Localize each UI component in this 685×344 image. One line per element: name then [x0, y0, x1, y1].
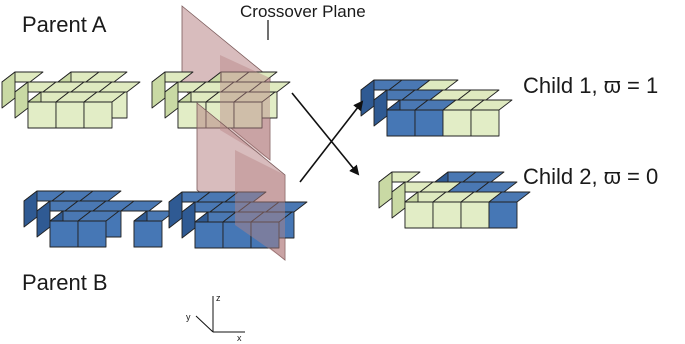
cube-front-face	[55, 101, 85, 129]
cube-side-face	[23, 190, 38, 228]
cube-front-face	[77, 220, 107, 248]
cube-front-face	[133, 220, 163, 248]
axis-z-label: z	[216, 293, 221, 303]
crossover-plane-bottom-overlay	[235, 150, 285, 260]
cube-side-face	[151, 71, 166, 109]
cube-side-face	[360, 79, 375, 117]
axis-y-label: y	[186, 312, 191, 322]
cube-front-face	[233, 101, 263, 129]
cube-front-face	[488, 201, 518, 229]
cube-front-face	[460, 201, 490, 229]
parent-a-split-blocks	[151, 71, 291, 129]
parent-b-split-blocks	[168, 191, 308, 249]
cube-front-face	[386, 109, 416, 137]
parent-a-label: Parent A	[22, 12, 107, 37]
axis-indicator: z y x	[186, 293, 245, 343]
parent-b-blocks	[23, 190, 176, 248]
cube-front-face	[250, 221, 280, 249]
cube-front-face	[414, 109, 444, 137]
cube-front-face	[432, 201, 462, 229]
cube-side-face	[164, 81, 179, 119]
child-1-label: Child 1, ϖ = 1	[523, 73, 658, 98]
cube-side-face	[391, 181, 406, 219]
cube-side-face	[181, 201, 196, 239]
axis-x-label: x	[237, 333, 242, 343]
parent-a-blocks	[1, 71, 141, 129]
cube-front-face	[194, 221, 224, 249]
crossover-plane-label: Crossover Plane	[240, 2, 366, 21]
cube-front-face	[27, 101, 57, 129]
cube-front-face	[49, 220, 79, 248]
cube-side-face	[14, 81, 29, 119]
child-1-blocks	[360, 79, 513, 137]
cube-side-face	[168, 191, 183, 229]
cube-front-face	[470, 109, 500, 137]
arrow-to-child-2	[291, 92, 360, 176]
cube-front-face	[83, 101, 113, 129]
cube-side-face	[36, 200, 51, 238]
child-2-label: Child 2, ϖ = 0	[523, 164, 658, 189]
parent-b-label: Parent B	[22, 270, 108, 295]
cube-side-face	[378, 171, 393, 209]
cube-top-face	[120, 200, 163, 212]
cube-side-face	[1, 71, 16, 109]
child-2-blocks	[378, 171, 531, 229]
cube-side-face	[373, 89, 388, 127]
cube-front-face	[442, 109, 472, 137]
cube-front-face	[404, 201, 434, 229]
